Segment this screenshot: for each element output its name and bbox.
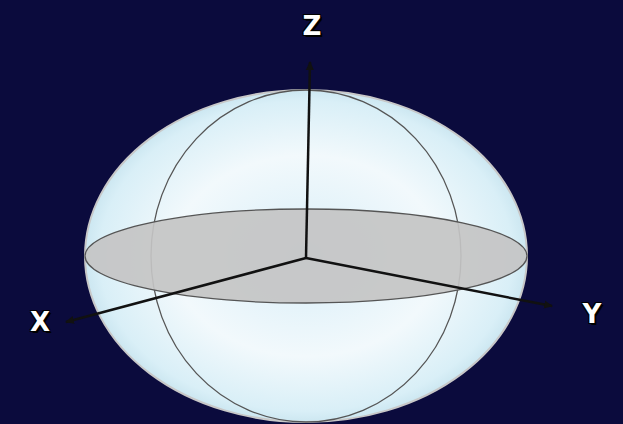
z-axis bbox=[306, 62, 310, 258]
axis-label: Y bbox=[583, 301, 602, 327]
y-axis bbox=[306, 258, 552, 306]
axis-label: X bbox=[30, 309, 50, 335]
x-axis bbox=[66, 258, 306, 322]
axis-label: Z bbox=[303, 13, 322, 39]
